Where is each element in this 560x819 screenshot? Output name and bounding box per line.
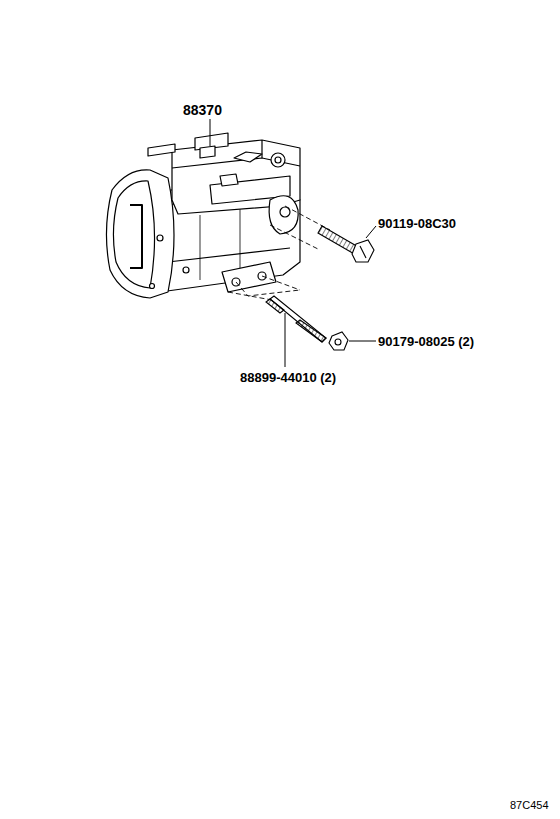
leader-line [349,341,376,342]
drawing-code: 87C454 [510,800,549,811]
leader-line [366,226,376,238]
part-number: 88370 [183,103,222,117]
part-number: 90179-08025 (2) [378,335,474,348]
leader-line [285,313,286,367]
leader-line [210,119,211,146]
part-number: 90119-08C30 [378,217,456,230]
part-number: 88899-44010 (2) [240,371,336,384]
